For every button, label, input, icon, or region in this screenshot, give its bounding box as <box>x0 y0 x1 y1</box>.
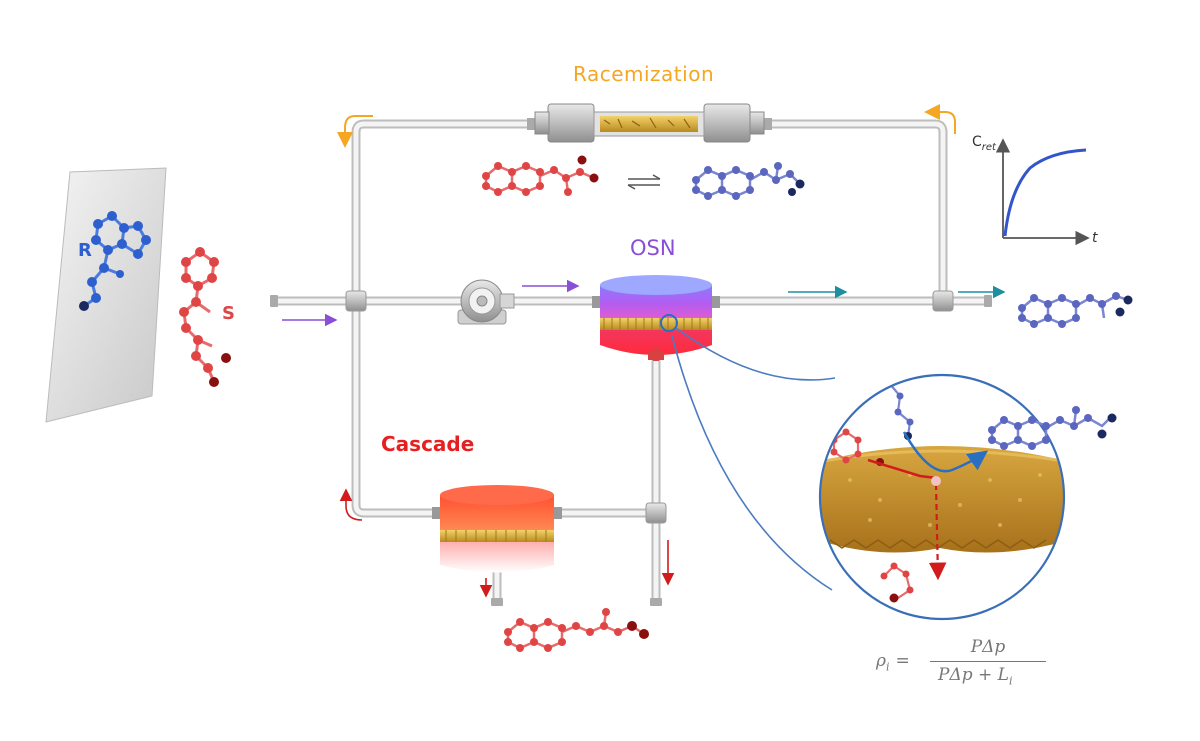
plot-x-axis-label: t <box>1092 230 1098 246</box>
retentate-concentration-plot <box>995 138 1090 246</box>
equation-denominator-sub: i <box>1008 674 1013 688</box>
equation-numerator: PΔp <box>970 637 1006 657</box>
r-enantiomer-molecule <box>79 211 151 311</box>
osn-label: OSN <box>630 236 676 260</box>
racemization-label: Racemization <box>573 62 715 86</box>
racemization-column <box>527 103 772 143</box>
cascade-membrane-cell <box>432 485 562 573</box>
s-label: S <box>222 303 235 324</box>
saturation-curve <box>1003 148 1087 237</box>
r-label: R <box>78 240 92 261</box>
plot-y-axis-label: Cret <box>972 134 996 153</box>
osn-membrane-cell <box>592 275 720 361</box>
product-r-molecule <box>1018 292 1133 328</box>
flow-arrows <box>282 104 1006 598</box>
membrane-zoom-view <box>818 373 1117 621</box>
plot-y-axis-sub: ret <box>981 141 996 153</box>
cascade-label: Cascade <box>381 432 475 456</box>
s-enantiomer-molecule <box>179 247 231 387</box>
plot-y-axis-main: C <box>972 134 982 150</box>
equation-lhs-sub: i <box>886 660 890 674</box>
pump <box>457 279 515 325</box>
racemization-r-molecule <box>692 162 805 200</box>
equation-denominator: PΔp + L <box>938 665 1009 685</box>
equation-fraction-bar <box>930 661 1046 662</box>
chiral-mirror <box>45 167 167 423</box>
zoom-connector <box>671 327 836 591</box>
equation-lhs: ρ <box>876 651 886 671</box>
product-s-molecule <box>504 608 649 652</box>
racemization-s-molecule <box>482 155 599 196</box>
